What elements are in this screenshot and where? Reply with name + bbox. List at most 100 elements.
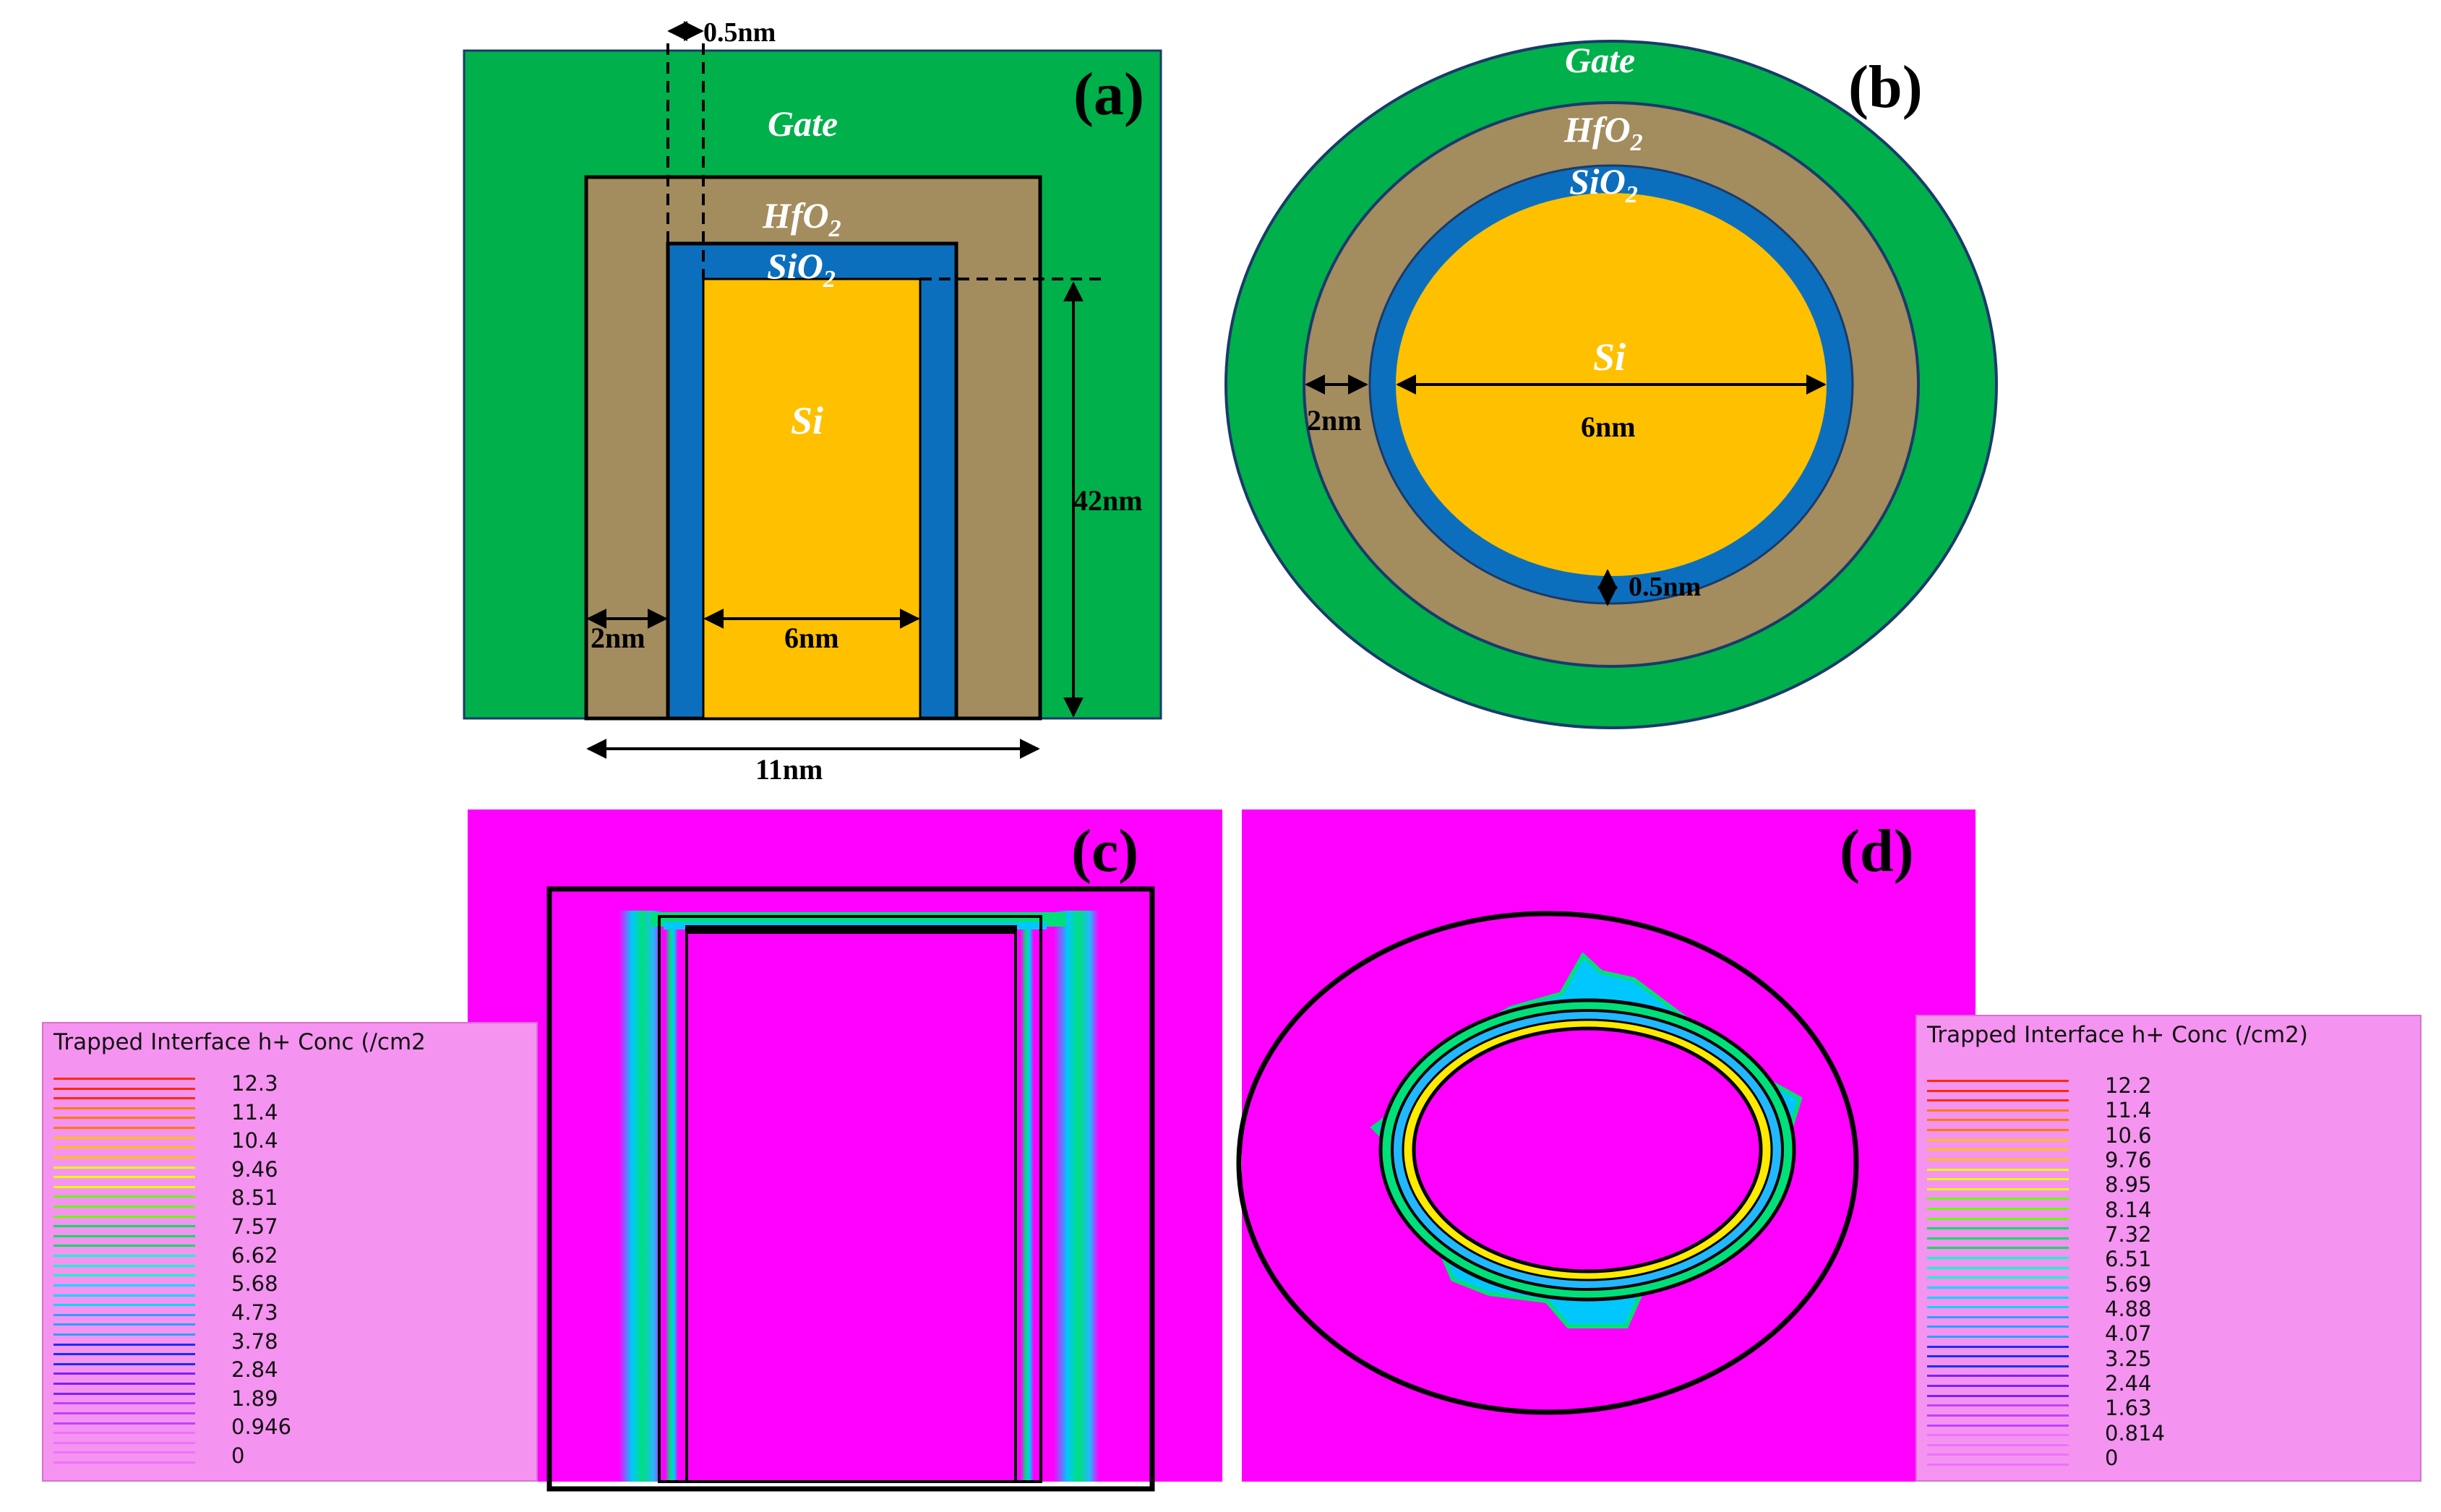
legend-tick: 10.6 [2105, 1122, 2152, 1148]
colorbar-line [53, 1206, 195, 1208]
panel-label-c: (c) [1071, 817, 1138, 885]
legend-tick: 1.89 [231, 1386, 278, 1411]
colorbar-line [1927, 1315, 2069, 1318]
colorbar-line [53, 1245, 195, 1247]
colorbar-line [1927, 1326, 2069, 1328]
legend-tick: 0.946 [231, 1414, 292, 1440]
legend-tick: 8.51 [231, 1185, 278, 1211]
colorbar-line [53, 1146, 195, 1149]
gate-label-b: Gate [1565, 40, 1635, 80]
colorbar-line [1927, 1365, 2069, 1367]
legend-tick: 6.62 [231, 1242, 278, 1268]
si-label-b: Si [1593, 335, 1626, 379]
colorbar-line [53, 1383, 195, 1386]
dim-label-thk-b: 2nm [1307, 404, 1362, 437]
colorbar-line [53, 1323, 195, 1326]
colorbar-line [1927, 1345, 2069, 1348]
colorbar-line [1927, 1414, 2069, 1417]
colorbar-line [53, 1185, 195, 1188]
gate-label-a: Gate [768, 103, 838, 144]
colorbar-line [53, 1402, 195, 1405]
colorbar-line [1927, 1217, 2069, 1220]
colorbar-line [53, 1353, 195, 1356]
legend-tick: 8.14 [2105, 1197, 2152, 1222]
colorbar-line [1927, 1286, 2069, 1289]
interface-band-right-c [1054, 911, 1099, 1482]
colorbar-line [53, 1078, 195, 1080]
colorbar-line [1927, 1187, 2069, 1190]
legend-tick: 4.07 [2105, 1321, 2152, 1346]
si-boundary-d [1412, 1026, 1763, 1273]
colorbar-line [1927, 1109, 2069, 1112]
colorbar-line [53, 1422, 195, 1425]
hfo2-label-a: HfO2 [762, 195, 841, 242]
colorbar-line [53, 1195, 195, 1198]
legend-tick: 7.32 [2105, 1222, 2152, 1247]
hfo2-label-b: HfO2 [1563, 109, 1643, 156]
colorbar-line [1927, 1148, 2069, 1151]
colorbar-line [1927, 1443, 2069, 1446]
colorbar-line [53, 1087, 195, 1090]
colorbar-line [53, 1225, 195, 1228]
colorbar-line [53, 1313, 195, 1316]
colorbar-line [1927, 1453, 2069, 1456]
si-label-a: Si [791, 399, 823, 442]
colorbar-line [1927, 1227, 2069, 1230]
interface-band-right-inner-c [1021, 919, 1034, 1482]
colorbar-line [1927, 1119, 2069, 1122]
colorbar-line [1927, 1355, 2069, 1358]
colorbar-line [1927, 1168, 2069, 1171]
colorbar-line [53, 1294, 195, 1297]
colorbar-line [53, 1136, 195, 1139]
colorbar-line [53, 1451, 195, 1454]
legend-title-d: Trapped Interface h+ Conc (/cm2) [1927, 1022, 2308, 1048]
colorbar-line [53, 1441, 195, 1444]
panel-d: (d) [1236, 809, 1975, 1482]
colorbar-line [1927, 1138, 2069, 1141]
colorbar-line [53, 1127, 195, 1130]
colorbar-line [53, 1284, 195, 1287]
sio2-label-b: SiO2 [1569, 161, 1638, 208]
colorbar-line [1927, 1306, 2069, 1309]
legend-tick: 1.63 [2105, 1396, 2152, 1421]
legend-title-c: Trapped Interface h+ Conc (/cm2 [53, 1029, 426, 1055]
legend-tick: 12.2 [2105, 1073, 2152, 1098]
colorbar-line [1927, 1434, 2069, 1437]
colorbar-line [1927, 1208, 2069, 1210]
colorbar-line [53, 1234, 195, 1237]
colorbar-line [53, 1304, 195, 1307]
colorbar-line [1927, 1257, 2069, 1260]
colorbar-line [53, 1264, 195, 1267]
colorbar-line [53, 1333, 195, 1336]
colorbar-line [1927, 1276, 2069, 1279]
colorbar-line [1927, 1247, 2069, 1250]
si-top-edge-c [687, 925, 1016, 934]
colorbar-line [53, 1274, 195, 1277]
colorbar-line [53, 1373, 195, 1375]
colorbar-line [53, 1166, 195, 1169]
colorbar-line [1927, 1424, 2069, 1427]
colorbar-line [53, 1343, 195, 1346]
sio2-label-a: SiO2 [767, 246, 836, 293]
colorbar-line [53, 1156, 195, 1159]
colorbar-line [1927, 1394, 2069, 1397]
colorbar-line [1927, 1129, 2069, 1132]
colorbar-line [1927, 1099, 2069, 1102]
colorbar-line [1927, 1375, 2069, 1378]
legend-tick: 8.95 [2105, 1172, 2152, 1198]
colorbar-line [53, 1392, 195, 1395]
si-boundary-c [685, 925, 1017, 1483]
dim-label-tox-b: 0.5nm [1629, 572, 1701, 602]
legend-tick: 2.84 [231, 1357, 278, 1383]
colorbar-line [1927, 1404, 2069, 1407]
panel-label-a: (a) [1073, 61, 1144, 128]
panel-label-d: (d) [1840, 817, 1914, 885]
colorbar-line [1927, 1178, 2069, 1181]
legend-tick: 4.88 [2105, 1297, 2152, 1321]
dim-label-width-a: 6nm [784, 622, 839, 654]
panel-b: (b) Gate HfO2 SiO2 Si 2nm 6nm 0.5nm [1224, 40, 1998, 729]
colorbar-line [1927, 1080, 2069, 1082]
legend-tick: 3.78 [231, 1328, 278, 1354]
legend-tick: 5.68 [231, 1271, 278, 1297]
